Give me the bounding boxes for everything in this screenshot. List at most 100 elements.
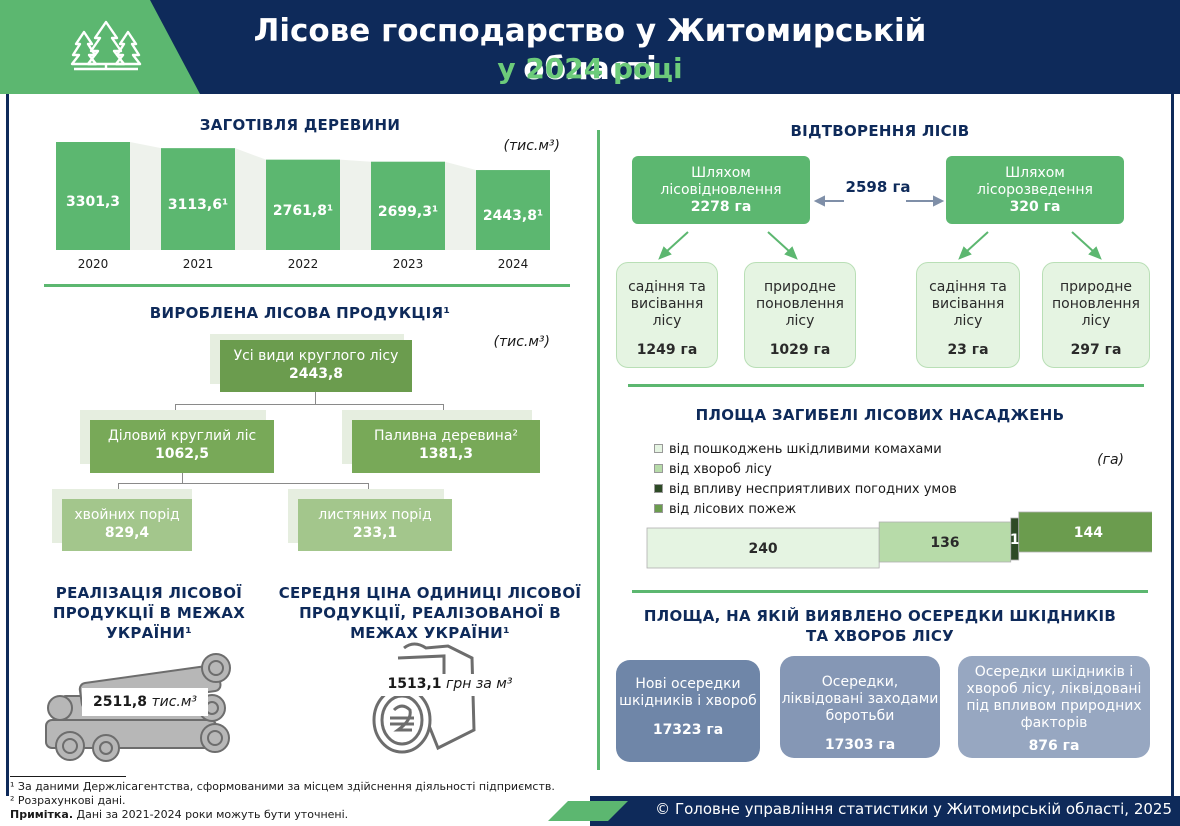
renewal-label: Шляхом лісовідновлення (660, 165, 782, 198)
afforestation-value: 320 га (1009, 199, 1061, 215)
legend-label: від лісових пожеж (669, 502, 797, 517)
sub-label: садіння та висівання лісу (628, 279, 706, 329)
deciduous-value: 233,1 (352, 525, 398, 541)
sub-label: природне поновлення лісу (1052, 279, 1140, 329)
legend-label: від хвороб лісу (669, 462, 772, 477)
timber-year-label: 2020 (78, 257, 109, 271)
pest-box: Осередки шкідників і хвороб лісу, ліквід… (958, 656, 1150, 758)
timber-bar (56, 142, 130, 250)
timber-bar-label: 2443,8¹ (483, 208, 543, 224)
timber-bar-label: 2761,8¹ (273, 203, 333, 219)
fuel-wood-label: Паливна деревина² (373, 428, 519, 444)
business-wood-box: Діловий круглий ліс 1062,5 (90, 420, 274, 473)
sub-label: природне поновлення лісу (756, 279, 844, 329)
products-unit: (тис.м³) (493, 334, 551, 350)
tree-connector (118, 483, 368, 484)
tree-connector (175, 404, 443, 405)
divider (632, 590, 1148, 593)
divider (44, 284, 570, 287)
loss-segment (878, 521, 1012, 563)
conifer-value: 829,4 (104, 525, 150, 541)
loss-legend: від пошкоджень шкідливими комахами від х… (654, 442, 1074, 522)
footnote-2: ² Розрахункові дані. (10, 794, 126, 807)
timber-bar-chart: 3301,3 2020 3113,6¹ 2021 2761,8¹ 2022 2699,3¹ 2… (56, 142, 550, 271)
timber-bar (266, 159, 340, 250)
sub-value: 1249 га (636, 342, 698, 358)
pests-title: ПЛОЩА, НА ЯКІЙ ВИЯВЛЕНО ОСЕРЕДКИ ШКІДНИК… (643, 607, 1117, 645)
forest-logo-icon (70, 20, 142, 71)
timber-bar-label: 3113,6¹ (168, 197, 228, 213)
renewal-value: 2278 га (690, 199, 752, 215)
sales-unit: тис.м³ (151, 694, 198, 710)
footnote-3: Примітка. Дані за 2021-2024 роки можуть … (10, 808, 348, 821)
afforestation-box: Шляхом лісорозведення 320 га (946, 156, 1124, 224)
pest-value: 17323 га (652, 722, 724, 738)
bar-connector (235, 148, 266, 250)
afforestation-label: Шляхом лісорозведення (977, 165, 1093, 198)
loss-title: ПЛОЩА ЗАГИБЕЛІ ЛІСОВИХ НАСАДЖЕНЬ (695, 406, 1065, 424)
sub-label: садіння та висівання лісу (929, 279, 1007, 329)
timber-unit: (тис.м³) (503, 138, 561, 154)
all-roundwood-label: Усі види круглого лісу (233, 348, 399, 364)
timber-bar (161, 148, 235, 250)
footer-accent (548, 801, 628, 821)
pest-box: Нові осередки шкідників і хвороб 17323 г… (616, 660, 760, 762)
all-roundwood-value: 2443,8 (288, 366, 344, 382)
timber-year-label: 2022 (288, 257, 319, 271)
tree-connector (182, 473, 183, 483)
fuel-wood-box: Паливна деревина² 1381,3 (352, 420, 540, 473)
legend-label: від впливу несприятливих погодних умов (669, 482, 957, 497)
footnote-1: ¹ За даними Держлісагентства, сформовани… (10, 780, 555, 793)
reproduction-arrows (658, 231, 1102, 260)
note-text: Дані за 2021-2024 роки можуть бути уточн… (73, 808, 349, 821)
timber-bar (371, 161, 445, 250)
price-value-box: 1513,1 грн за м³ (380, 674, 520, 696)
loss-segment-label: 136 (930, 535, 959, 551)
price-unit: грн за м³ (445, 676, 513, 692)
bar-connector (340, 159, 371, 250)
reproduction-sub-box: садіння та висівання лісу 23 га (916, 262, 1020, 368)
conifer-label: хвойних порід (74, 507, 180, 523)
bar-connector (445, 161, 476, 250)
pest-value: 17303 га (824, 737, 896, 753)
sales-value: 2511,8 (92, 694, 147, 710)
products-title: ВИРОБЛЕНА ЛІСОВА ПРОДУКЦІЯ¹ (149, 304, 451, 322)
legend-item: від впливу несприятливих погодних умов (654, 482, 1074, 502)
loss-segment (646, 527, 880, 569)
deciduous-box: листяних порід 233,1 (298, 499, 452, 551)
note-label: Примітка. (10, 808, 73, 821)
sales-title: РЕАЛІЗАЦІЯ ЛІСОВОЇ ПРОДУКЦІЇ В МЕЖАХ УКР… (52, 584, 246, 642)
footer-copyright: © Головне управління статистики у Житоми… (655, 800, 1172, 818)
hryvnia-price-icon (372, 642, 476, 754)
legend-item: від лісових пожеж (654, 502, 1074, 522)
fuel-wood-value: 1381,3 (418, 446, 474, 462)
reproduction-title: ВІДТВОРЕННЯ ЛІСІВ (790, 122, 970, 140)
deciduous-label: листяних порід (318, 507, 432, 523)
divider (628, 384, 1144, 387)
timber-bar-label: 3301,3 (66, 194, 120, 210)
pest-box: Осередки, ліквідовані заходами боротьби … (780, 656, 940, 758)
sales-value-box: 2511,8 тис.м³ (82, 688, 208, 716)
price-title: СЕРЕДНЯ ЦІНА ОДИНИЦІ ЛІСОВОЇ ПРОДУКЦІЇ, … (278, 584, 582, 642)
pest-value: 876 га (1028, 738, 1080, 754)
timber-title: ЗАГОТІВЛЯ ДЕРЕВИНИ (199, 116, 401, 134)
reproduction-total: 2598 га (845, 178, 911, 196)
legend-label: від пошкоджень шкідливими комахами (669, 442, 942, 457)
legend-swatch (654, 484, 663, 493)
timber-year-label: 2021 (183, 257, 214, 271)
header-bar (0, 0, 1180, 94)
legend-swatch (654, 464, 663, 473)
renewal-box: Шляхом лісовідновлення 2278 га (632, 156, 810, 224)
timber-bar-label: 2699,3¹ (378, 204, 438, 220)
footnote-rule (10, 776, 126, 777)
double-arrow-icon (813, 195, 945, 207)
vertical-divider (597, 130, 600, 770)
reproduction-sub-box: садіння та висівання лісу 1249 га (616, 262, 718, 368)
timber-year-label: 2024 (498, 257, 529, 271)
all-roundwood-box: Усі види круглого лісу 2443,8 (220, 340, 412, 392)
legend-item: від хвороб лісу (654, 462, 1074, 482)
loss-segment-label: 240 (748, 541, 777, 557)
price-value: 1513,1 (387, 676, 442, 692)
page-title: Лісове господарство у Житомирській облас… (253, 13, 927, 87)
